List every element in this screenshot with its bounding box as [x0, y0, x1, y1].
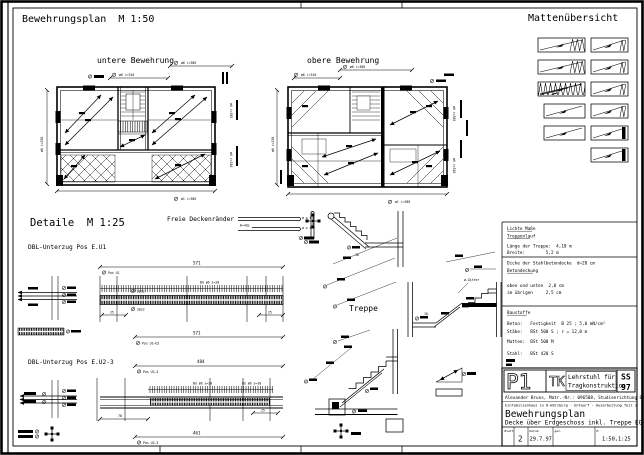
- free-edge-label: Freie Deckenränder: [167, 216, 234, 223]
- dim-label: ø1 ℓ=585: [395, 200, 410, 204]
- dim-label: 25: [110, 311, 114, 315]
- note-line: Stahl: BSt 420 S: [507, 351, 554, 357]
- note-line: Länge der Treppe: 4,10 m: [507, 244, 572, 250]
- note-heading: Betondeckung: [507, 268, 538, 274]
- dim-label: ø6 ℓ=250: [271, 137, 275, 152]
- dim-label: ø6 ℓ=510: [452, 158, 456, 173]
- free-edge-detail: Freie Deckenränder R=4ds ø ≥ 6 ø ≥ 6: [167, 211, 319, 244]
- scale-value: 1:50,1:25: [602, 437, 631, 443]
- plan-subtitle: Decke über Erdgeschoss inkl. Treppe EG-O…: [505, 420, 644, 427]
- dim-label: 484: [197, 359, 205, 364]
- note-line: Matten: BSt 500 M: [507, 339, 554, 345]
- matten-title: Mattenübersicht: [528, 13, 618, 24]
- bar-label: 2ø12: [137, 308, 145, 312]
- dim-label: ø6 ℓ=585: [229, 103, 233, 118]
- logo-p1: P1: [506, 370, 531, 394]
- dim-label: ø1 ℓ=585: [181, 197, 196, 201]
- title-block: P1 TK Lehrstuhl für Tragkonstruktion SS …: [501, 367, 644, 447]
- chair-line1: Lehrstuhl für: [568, 374, 615, 381]
- step-count-label: 18: [424, 312, 428, 316]
- edge-radius-label: R=4ds: [240, 224, 250, 228]
- beam-detail-u1: DBL-Unterzug Pos E.U1 571 Pos U1 Bü ø6 s…: [17, 244, 286, 336]
- plan-untere-label: untere Bewehrung: [97, 56, 174, 65]
- plan-untere: untere Bewehrung ø6 ℓ=250 ø6 ℓ=585 ø6 ℓ=…: [40, 56, 238, 201]
- plan-obere-label: obere Bewehrung: [307, 56, 379, 65]
- term-year: 97: [621, 383, 631, 392]
- date-value: 29.7.97: [530, 437, 552, 443]
- term-ss: SS: [621, 373, 631, 382]
- grating-label: ø-Gitter: [464, 278, 479, 282]
- dim-label: 25: [261, 409, 265, 413]
- dim-label: ø6 ℓ=585: [181, 61, 196, 65]
- sheet-number: 2: [518, 435, 523, 444]
- dim-label: 25: [268, 311, 272, 315]
- author-line: Alexander Bruns, Matr.-Nr.: 096508, Stud…: [505, 395, 644, 401]
- dim-label: ø6 ℓ=585: [452, 106, 456, 121]
- pos-label: Pos U1: [108, 271, 120, 275]
- beam-u1-label: DBL-Unterzug Pos E.U1: [28, 244, 107, 251]
- notes-panel: Lichte Maße Treppenlauf Länge der Treppe…: [501, 221, 637, 446]
- scale-label: M: [597, 429, 599, 433]
- dim-label: ø6 ℓ=510: [119, 73, 134, 77]
- plan-title: Bewehrungsplan: [505, 409, 585, 420]
- pos-label: Pos U1–U2: [142, 342, 159, 346]
- gez-label: gez.: [555, 429, 562, 433]
- dim-label: 78: [118, 414, 122, 418]
- page-title: Bewehrungsplan M 1:50: [22, 14, 154, 25]
- dim-label: 571: [193, 331, 201, 336]
- note-line: Beton: Festigkeit B 25 ; 5,0 mN/cm²: [507, 321, 605, 327]
- logo-tk: TK: [549, 375, 565, 390]
- stirrup-label: Bü ø6 s=30: [242, 382, 261, 386]
- dim-mid: 571 Pos U1–U2: [132, 331, 286, 346]
- stirrup-label: Bü ø6 s=20: [193, 382, 212, 386]
- pos-label: Pos U2–3: [143, 370, 158, 374]
- project-line: Einfamilienhaus in D-Würzburg · Entwurf …: [505, 404, 637, 408]
- pos-label: Pos U2–3: [143, 441, 158, 445]
- bar-label: 2ø12: [137, 290, 145, 294]
- beam-detail-u2: DBL-Unterzug Pos E.U2-3 484 Pos U2–3 Bü …: [18, 359, 286, 445]
- stair-label: Treppe: [349, 304, 378, 313]
- sheet-label: Blatt: [505, 429, 514, 433]
- details-title: Detaile M 1:25: [30, 217, 125, 229]
- edge-dia-label: ø ≥ 6: [302, 216, 312, 220]
- stirrup-label: Bü ø6 s=20: [200, 281, 219, 285]
- note-heading: Baustoffe: [507, 310, 531, 316]
- dim-label: ø6 ℓ=250: [40, 137, 44, 152]
- note-line: Dicke der Stahlbetondecke d=20 cm: [507, 261, 595, 267]
- matten-overview: Mattenübersicht: [528, 13, 629, 163]
- note-line: Stäbe: BSt 500 S ; ℓ = 12,0 m: [507, 329, 588, 335]
- stair-details: Treppe 18 ø-Gitter 18: [299, 211, 502, 439]
- note-heading: Lichte Maße: [507, 226, 536, 232]
- plan-obere: obere Bewehrung ø6 ℓ=250 ø6 ℓ=585 ø6 ℓ=5…: [271, 56, 468, 204]
- dim-label: ø6 ℓ=585: [350, 65, 365, 69]
- note-heading: Treppenlauf: [507, 234, 536, 240]
- edge-dia-label: ø ≥ 6: [302, 226, 312, 230]
- dim-label: ø6 ℓ=510: [301, 73, 316, 77]
- note-line: im übrigen 2,5 cm: [507, 290, 562, 296]
- beam-u2-label: DBL-Unterzug Pos E.U2-3: [28, 359, 114, 366]
- dim-label: 571: [193, 261, 201, 266]
- dim-label: ø6 ℓ=510: [229, 152, 233, 167]
- dim-label: 461: [193, 431, 201, 436]
- note-line: Breite: 5,2 m: [507, 250, 559, 256]
- step-count-label: 18: [355, 253, 359, 257]
- chair-line2: Tragkonstruktion: [568, 383, 626, 390]
- date-label: Datum: [530, 429, 539, 433]
- note-line: oben und unten 2,0 cm: [507, 283, 564, 289]
